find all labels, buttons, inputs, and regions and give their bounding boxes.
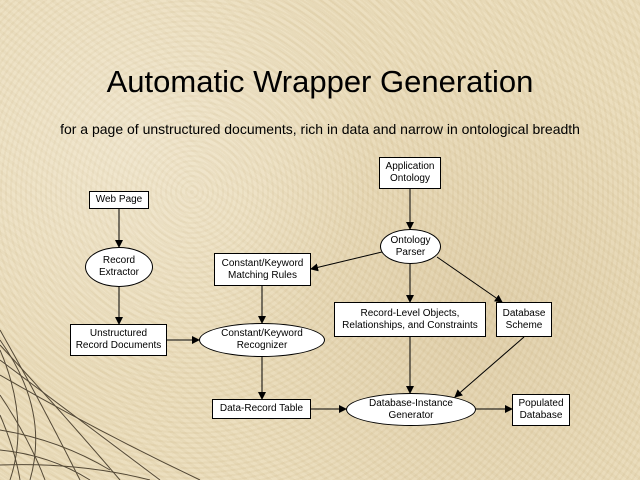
node-web-page: Web Page	[89, 191, 149, 209]
node-application-ontology: Application Ontology	[379, 157, 441, 189]
node-data-record-table: Data-Record Table	[212, 399, 311, 419]
slide-title: Automatic Wrapper Generation	[106, 64, 534, 99]
node-matching-rules: Constant/Keyword Matching Rules	[214, 253, 311, 286]
node-record-extractor: Record Extractor	[85, 247, 153, 287]
arrow-parser-to-rules	[310, 251, 383, 272]
node-keyword-recognizer: Constant/Keyword Recognizer	[199, 323, 325, 357]
node-record-level-objects: Record-Level Objects, Relationships, and…	[334, 302, 486, 337]
arrow-scheme-to-generator	[454, 336, 525, 398]
node-ontology-parser: Ontology Parser	[380, 229, 441, 264]
arrow-parser-to-scheme	[436, 256, 503, 303]
node-instance-generator: Database-Instance Generator	[346, 393, 476, 426]
node-unstructured-record-documents: Unstructured Record Documents	[70, 324, 167, 356]
node-database-scheme: Database Scheme	[496, 302, 552, 337]
slide-subtitle: for a page of unstructured documents, ri…	[60, 121, 580, 137]
node-populated-database: Populated Database	[512, 394, 570, 426]
